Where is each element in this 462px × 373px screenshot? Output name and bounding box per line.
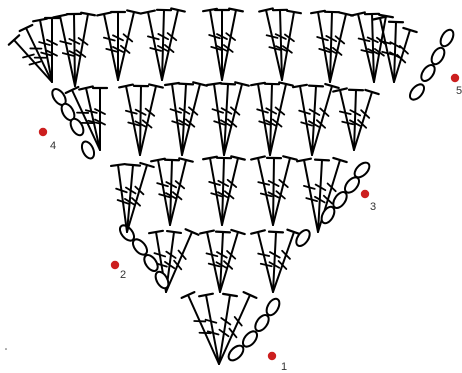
- treble-stitch: [199, 294, 219, 364]
- treble-stitch: [207, 83, 225, 155]
- row-marker-1: [268, 352, 276, 360]
- treble-stitch: [75, 13, 95, 86]
- stitch-cluster: [251, 230, 300, 292]
- treble-stitch: [200, 231, 220, 292]
- row-2: [117, 223, 312, 292]
- treble-stitch: [251, 83, 270, 155]
- treble-stitch: [141, 11, 162, 80]
- chain-stitch: [142, 253, 161, 274]
- treble-stitch: [293, 85, 312, 155]
- row-label-2: 2: [120, 270, 126, 281]
- row-label-4: 4: [50, 141, 56, 152]
- treble-stitch: [311, 11, 330, 82]
- treble-stitch: [162, 8, 185, 80]
- row-marker-3: [361, 190, 369, 198]
- treble-stitch: [333, 88, 354, 150]
- treble-stitch: [119, 85, 140, 155]
- treble-stitch: [111, 164, 128, 232]
- stitch-cluster: [311, 11, 353, 82]
- stitch-cluster: [141, 8, 185, 80]
- row-label-3: 3: [370, 202, 376, 213]
- stitch-cluster: [151, 158, 193, 225]
- row-3: [111, 156, 372, 232]
- treble-stitch: [374, 15, 393, 82]
- stitch-cluster: [111, 163, 154, 232]
- treble-stitch: [251, 230, 273, 292]
- chain-stitch: [407, 82, 427, 102]
- stitch-cluster: [203, 9, 243, 80]
- stitch-cluster: [119, 84, 163, 155]
- chain-group: [407, 28, 456, 103]
- chain-stitch: [68, 117, 86, 138]
- treble-stitch: [273, 156, 297, 225]
- row-marker-4: [39, 128, 47, 136]
- treble-stitch: [97, 13, 118, 80]
- treble-stitch: [267, 158, 281, 225]
- speck-dot: [5, 348, 7, 350]
- treble-stitch: [354, 90, 379, 150]
- stitch-cluster: [182, 292, 257, 364]
- treble-stitch: [203, 157, 222, 225]
- treble-stitch: [53, 15, 75, 86]
- treble-stitch: [222, 9, 243, 80]
- stitch-cluster: [165, 82, 207, 155]
- treble-stitch: [251, 156, 273, 225]
- chain-group: [294, 228, 313, 249]
- treble-stitch: [297, 159, 318, 232]
- stitch-cluster: [333, 88, 379, 150]
- stitch-cluster: [293, 84, 339, 155]
- treble-stitch: [259, 8, 282, 80]
- row-marker-2: [111, 261, 119, 269]
- treble-stitch: [222, 156, 245, 225]
- row-4: [50, 82, 379, 160]
- treble-stitch: [330, 12, 353, 82]
- stitch-cluster: [207, 82, 249, 155]
- stitch-cluster: [251, 156, 297, 225]
- treble-stitch: [140, 84, 163, 155]
- treble-stitch: [282, 11, 301, 80]
- treble-stitch: [203, 9, 222, 80]
- stitch-cluster: [259, 8, 301, 80]
- stitch-cluster: [53, 13, 95, 86]
- chain-stitch: [438, 28, 456, 49]
- treble-stitch: [182, 292, 219, 364]
- stitch-cluster: [97, 10, 141, 80]
- treble-stitch: [215, 10, 229, 80]
- row-label-5: 5: [456, 86, 462, 97]
- treble-stitch: [134, 86, 148, 155]
- chain-stitch: [429, 46, 447, 67]
- chain-stitch: [79, 140, 96, 161]
- chain-stitch: [419, 63, 438, 84]
- stitch-cluster: [251, 82, 293, 155]
- chain-stitch: [240, 329, 260, 349]
- stitch-cluster: [9, 18, 59, 82]
- treble-stitch: [118, 10, 141, 80]
- row-label-1: 1: [281, 362, 287, 373]
- chain-stitch: [264, 297, 282, 318]
- row-1: [182, 292, 282, 364]
- row-marker-5: [451, 74, 459, 82]
- treble-stitch: [351, 12, 374, 82]
- treble-stitch: [151, 159, 170, 225]
- chain-stitch: [294, 228, 313, 249]
- treble-stitch: [67, 14, 81, 86]
- stitch-cluster: [203, 156, 245, 225]
- treble-stitch: [394, 28, 417, 82]
- treble-stitch: [79, 86, 100, 150]
- treble-stitch: [170, 158, 193, 225]
- treble-stitch: [270, 82, 293, 155]
- treble-stitch: [220, 230, 245, 292]
- chain-stitch: [352, 160, 372, 180]
- stitch-cluster: [200, 230, 245, 292]
- treble-stitch: [165, 83, 183, 155]
- treble-stitch: [111, 12, 125, 80]
